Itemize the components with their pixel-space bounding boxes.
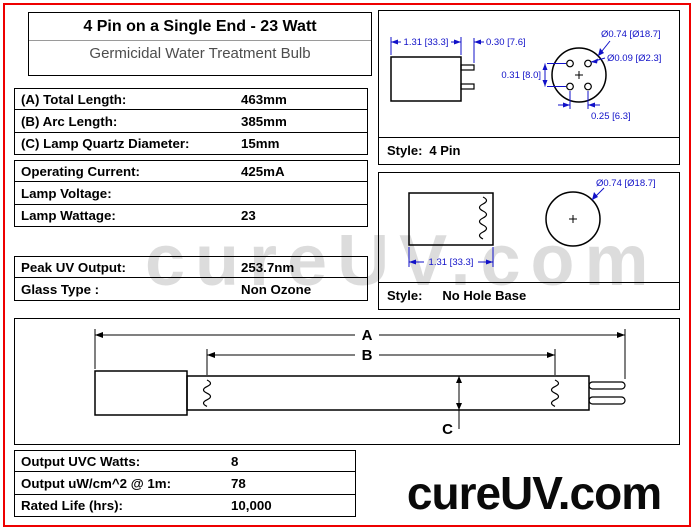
spec-label-arc-length: (B) Arc Length:: [21, 113, 118, 129]
pin-base-diagram-box: 1.31 [33.3] 0.30 [7.6] Ø0.74 [Ø18.7] Ø0.…: [378, 10, 680, 165]
table-row: Output UVC Watts: 8: [14, 450, 356, 473]
performance-table: Output UVC Watts: 8 Output uW/cm^2 @ 1m:…: [14, 450, 356, 518]
spec-label-lamp-voltage: Lamp Voltage:: [21, 185, 112, 201]
spec-label-uvc-watts: Output UVC Watts:: [21, 453, 141, 469]
uv-output-table: Peak UV Output: 253.7nm Glass Type : Non…: [14, 256, 368, 301]
table-row: Lamp Wattage: 23: [14, 204, 368, 228]
spec-value-quartz-diameter: 15mm: [241, 135, 280, 151]
no-hole-base-drawing: 1.31 [33.3] Ø0.74 [Ø18.7]: [408, 178, 656, 268]
table-row: (C) Lamp Quartz Diameter: 15mm: [14, 132, 368, 156]
spec-label-operating-current: Operating Current:: [21, 163, 140, 179]
table-row: Lamp Voltage:: [14, 182, 368, 205]
table-row: Peak UV Output: 253.7nm: [14, 256, 368, 279]
dim-base-width: 1.31 [33.3]: [429, 257, 474, 268]
dimensions-table: (A) Total Length: 463mm (B) Arc Length: …: [14, 88, 368, 156]
electrical-table: Operating Current: 425mA Lamp Voltage: L…: [14, 160, 368, 228]
dim-pin-diameter: Ø0.09 [Ø2.3]: [607, 53, 661, 64]
label-total-length: A: [362, 327, 373, 344]
pin-base-drawing: 1.31 [33.3] 0.30 [7.6] Ø0.74 [Ø18.7] Ø0.…: [390, 29, 661, 122]
pin-style-row: Style: 4 Pin: [379, 137, 679, 164]
style-label: Style:: [387, 288, 423, 303]
spec-label-total-length: (A) Total Length:: [21, 91, 127, 107]
label-diameter: C: [442, 421, 453, 438]
table-row: (B) Arc Length: 385mm: [14, 110, 368, 133]
dim-base-width: 1.31 [33.3]: [404, 37, 449, 48]
lamp-drawing: A B C: [94, 327, 626, 438]
lamp-diagram-box: A B C: [14, 318, 680, 445]
table-row: Operating Current: 425mA: [14, 160, 368, 183]
spec-label-quartz-diameter: (C) Lamp Quartz Diameter:: [21, 135, 190, 151]
table-row: Glass Type : Non Ozone: [14, 278, 368, 301]
style-label: Style:: [387, 143, 423, 158]
page-subtitle: Germicidal Water Treatment Bulb: [89, 45, 311, 62]
dim-pin-spacing-horizontal: 0.25 [6.3]: [591, 111, 631, 122]
spec-label-uw-cm2: Output uW/cm^2 @ 1m:: [21, 475, 172, 491]
dim-base-diameter: Ø0.74 [Ø18.7]: [601, 29, 661, 40]
title-box: 4 Pin on a Single End - 23 Watt Germicid…: [28, 12, 372, 76]
spec-value-operating-current: 425mA: [241, 163, 285, 179]
spec-value-uvc-watts: 8: [231, 453, 239, 469]
label-arc-length: B: [362, 347, 373, 364]
table-row: (A) Total Length: 463mm: [14, 88, 368, 111]
cureuv-logo: cureUV.com: [406, 467, 662, 519]
spec-value-glass-type: Non Ozone: [241, 281, 312, 297]
dim-pin-length: 0.30 [7.6]: [486, 37, 526, 48]
dim-pin-spacing-vertical: 0.31 [8.0]: [501, 70, 541, 81]
spec-value-uw-cm2: 78: [231, 475, 246, 491]
spec-value-lamp-wattage: 23: [241, 207, 256, 223]
table-row: Rated Life (hrs): 10,000: [14, 494, 356, 518]
spec-label-lamp-wattage: Lamp Wattage:: [21, 207, 116, 223]
style-value: No Hole Base: [442, 288, 527, 303]
base-style-row: Style: No Hole Base: [379, 282, 679, 309]
spec-value-total-length: 463mm: [241, 91, 287, 107]
spec-value-peak-uv: 253.7nm: [241, 259, 295, 275]
page-title: 4 Pin on a Single End - 23 Watt: [29, 13, 371, 41]
no-hole-base-diagram-box: 1.31 [33.3] Ø0.74 [Ø18.7] Style: No Hole…: [378, 172, 680, 310]
style-value: 4 Pin: [429, 143, 461, 158]
dim-base-diameter: Ø0.74 [Ø18.7]: [596, 178, 656, 189]
spec-label-rated-life: Rated Life (hrs):: [21, 497, 123, 513]
spec-value-arc-length: 385mm: [241, 113, 287, 129]
spec-label-glass-type: Glass Type :: [21, 281, 100, 297]
spec-label-peak-uv: Peak UV Output:: [21, 259, 126, 275]
table-row: Output uW/cm^2 @ 1m: 78: [14, 472, 356, 495]
spec-value-rated-life: 10,000: [231, 497, 272, 513]
